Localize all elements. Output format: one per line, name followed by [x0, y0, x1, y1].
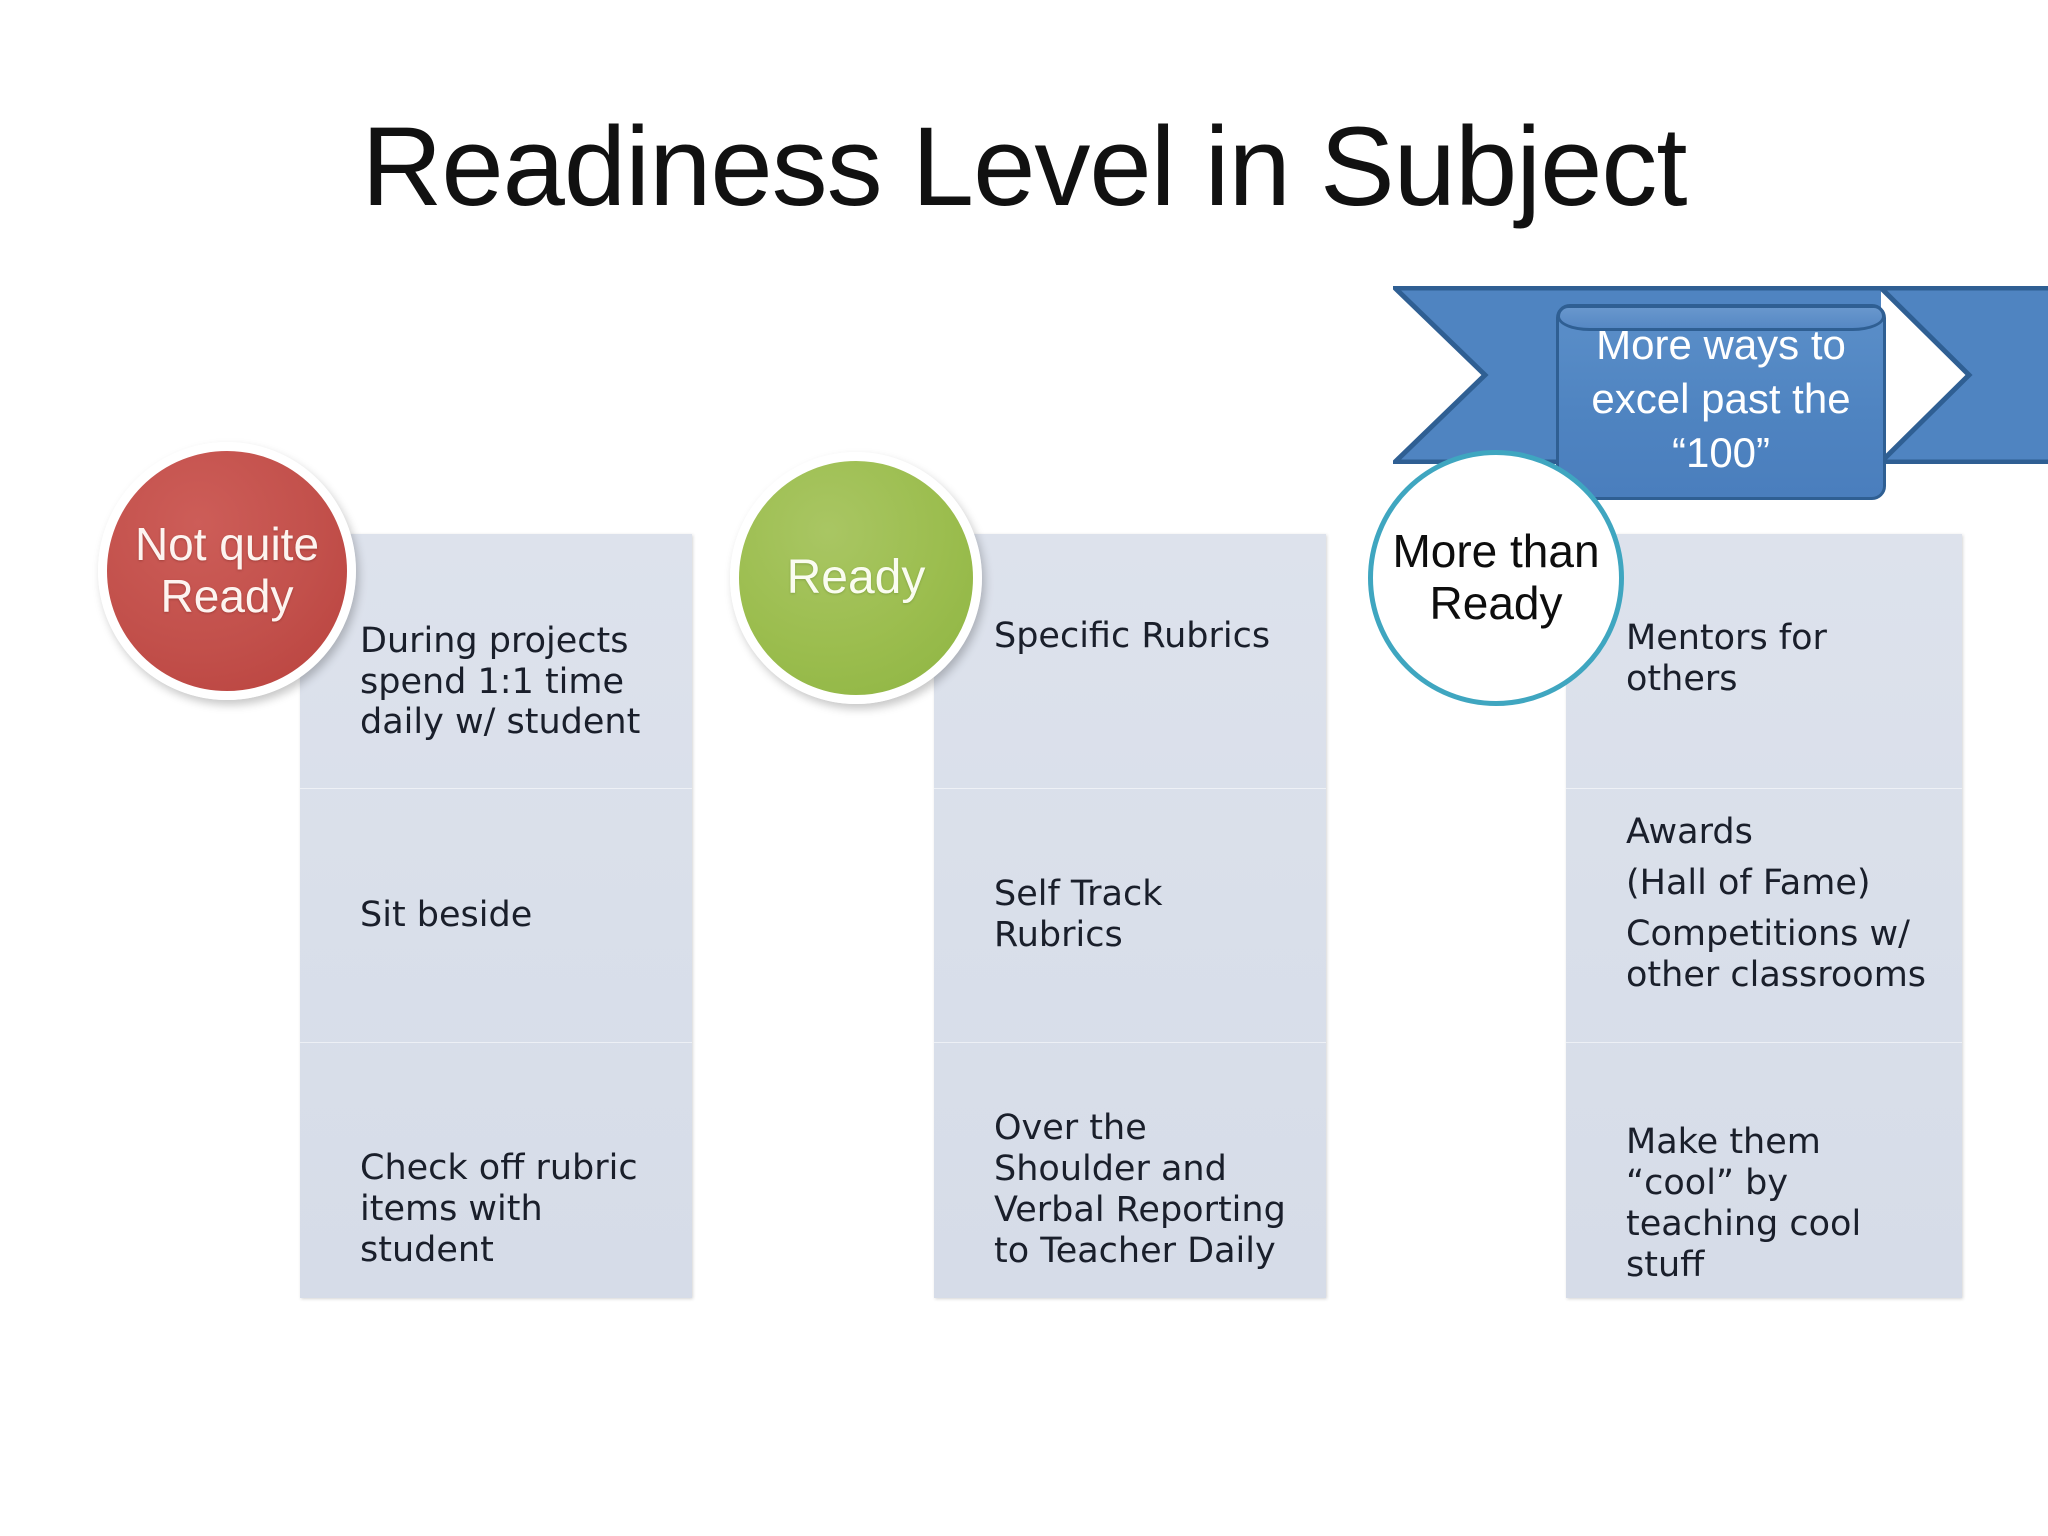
list-item: Mentors for others — [1626, 618, 1827, 699]
page-title: Readiness Level in Subject — [361, 104, 1687, 229]
list-item: Self Track Rubrics — [994, 874, 1163, 955]
status-badge-ready[interactable]: Ready — [730, 452, 982, 704]
ribbon-plaque-cap — [1557, 305, 1885, 331]
list-item: Sit beside — [360, 894, 533, 935]
ribbon-text: More ways to excel past the “100” — [1591, 321, 1851, 476]
list-item: (Hall of Fame) — [1626, 862, 1871, 903]
ribbon-plaque: More ways to excel past the “100” — [1556, 304, 1886, 500]
status-badge-more-than-ready[interactable]: More than Ready — [1368, 450, 1624, 706]
list-item: During projects spend 1:1 time daily w/ … — [360, 620, 641, 743]
status-badge-not-quite-ready[interactable]: Not quite Ready — [98, 442, 356, 700]
panel-divider — [300, 1042, 692, 1043]
panel-divider — [300, 788, 692, 789]
list-item-group: Awards (Hall of Fame) Competitions w/ ot… — [1566, 788, 1962, 1042]
panel-divider — [1566, 1042, 1962, 1043]
list-item: Specific Rubrics — [994, 616, 1271, 656]
panel-divider — [934, 788, 1326, 789]
list-item: Awards — [1626, 812, 1753, 852]
list-item: Make them “cool” by teaching cool stuff — [1626, 1122, 1862, 1285]
panel-ready: Specific Rubrics Self Track Rubrics Over… — [934, 534, 1326, 1298]
list-item: Check off rubric items with student — [360, 1148, 638, 1270]
panel-divider — [1566, 788, 1962, 789]
panel-divider — [934, 1042, 1326, 1043]
panel-not-quite-ready: During projects spend 1:1 time daily w/ … — [300, 534, 692, 1298]
panel-more-than-ready: Mentors for others Awards (Hall of Fame)… — [1566, 534, 1962, 1298]
list-item: Competitions w/ other classrooms — [1626, 913, 1927, 995]
list-item: Over the Shoulder and Verbal Reporting t… — [994, 1108, 1286, 1271]
